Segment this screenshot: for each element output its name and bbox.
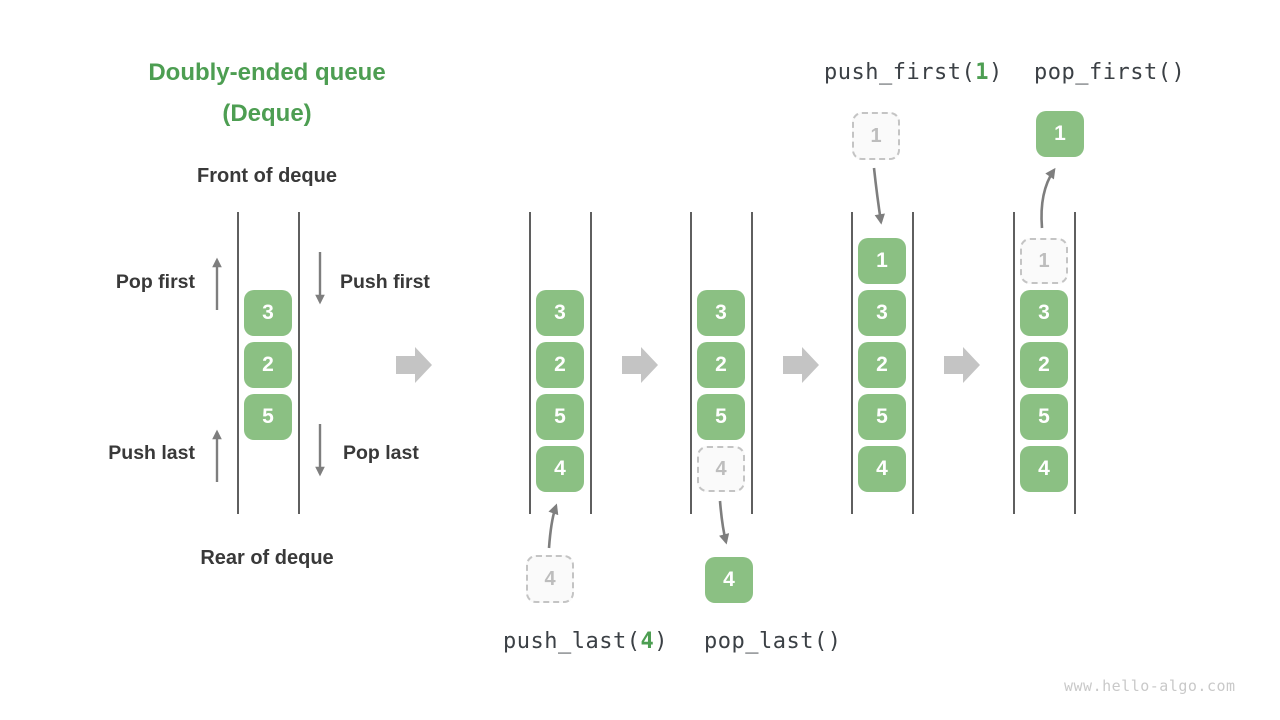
deque-cell: 2 (1020, 342, 1068, 388)
deque-wall-left (529, 212, 531, 514)
transition-arrow-1 (396, 347, 432, 383)
deque-cell: 4 (536, 446, 584, 492)
pop-last-label: Pop last (343, 442, 419, 464)
deque-cell: 5 (244, 394, 292, 440)
deque-after-pop-first: 1 3 2 5 4 (1013, 212, 1076, 514)
watermark: www.hello-algo.com (1064, 677, 1236, 695)
deque-wall-left (851, 212, 853, 514)
deque-cell: 2 (697, 342, 745, 388)
deque-after-push-first: 1 3 2 5 4 (851, 212, 914, 514)
deque-cell: 3 (536, 290, 584, 336)
push-last-label: Push last (108, 442, 195, 464)
deque-cell: 4 (1020, 446, 1068, 492)
diagram-title-line2: (Deque) (222, 100, 312, 127)
op-pop-first-code: pop_first() (1034, 60, 1186, 85)
deque-cell: 5 (697, 394, 745, 440)
op-text: push_last( (503, 629, 641, 654)
front-of-deque-label: Front of deque (197, 165, 337, 187)
deque-cell: 5 (858, 394, 906, 440)
deque-cell: 5 (1020, 394, 1068, 440)
transition-arrow-4 (944, 347, 980, 383)
deque-wall-right (1074, 212, 1076, 514)
popped-element: 4 (705, 557, 753, 603)
deque-cell: 2 (858, 342, 906, 388)
deque-wall-right (298, 212, 300, 514)
deque-cell: 3 (1020, 290, 1068, 336)
rear-of-deque-label: Rear of deque (200, 547, 334, 569)
pop-first-label: Pop first (115, 271, 195, 293)
deque-cell: 1 (858, 238, 906, 284)
deque-cell: 3 (858, 290, 906, 336)
transition-arrow-3 (783, 347, 819, 383)
incoming-element-ghost: 4 (526, 555, 574, 603)
deque-wall-right (912, 212, 914, 514)
deque-initial: 3 2 5 (237, 212, 300, 514)
op-arg: 4 (640, 629, 655, 654)
deque-cell: 5 (536, 394, 584, 440)
deque-wall-right (751, 212, 753, 514)
deque-wall-left (237, 212, 239, 514)
diagram-title-line1: Doubly-ended queue (148, 59, 386, 86)
op-text: push_first( (824, 60, 976, 85)
push-first-label: Push first (340, 271, 430, 293)
deque-cell: 3 (244, 290, 292, 336)
op-arg: 1 (975, 60, 989, 85)
removed-slot-ghost: 4 (697, 446, 745, 492)
deque-cell: 2 (244, 342, 292, 388)
transition-arrow-2 (622, 347, 658, 383)
deque-wall-left (690, 212, 692, 514)
deque-cell: 3 (697, 290, 745, 336)
op-text: ) (988, 60, 1003, 85)
deque-after-pop-last: 3 2 5 4 (690, 212, 753, 514)
deque-cell: 4 (858, 446, 906, 492)
deque-after-push-last: 3 2 5 4 (529, 212, 592, 514)
removed-slot-ghost: 1 (1020, 238, 1068, 284)
deque-wall-left (1013, 212, 1015, 514)
op-push-first-code: push_first(1) (824, 60, 1003, 85)
op-pop-last-code: pop_last() (704, 629, 842, 654)
deque-cell: 2 (536, 342, 584, 388)
deque-wall-right (590, 212, 592, 514)
incoming-element-ghost: 1 (852, 112, 900, 160)
op-text: ) (654, 629, 668, 654)
popped-element: 1 (1036, 111, 1084, 157)
op-push-last-code: push_last(4) (503, 629, 668, 654)
